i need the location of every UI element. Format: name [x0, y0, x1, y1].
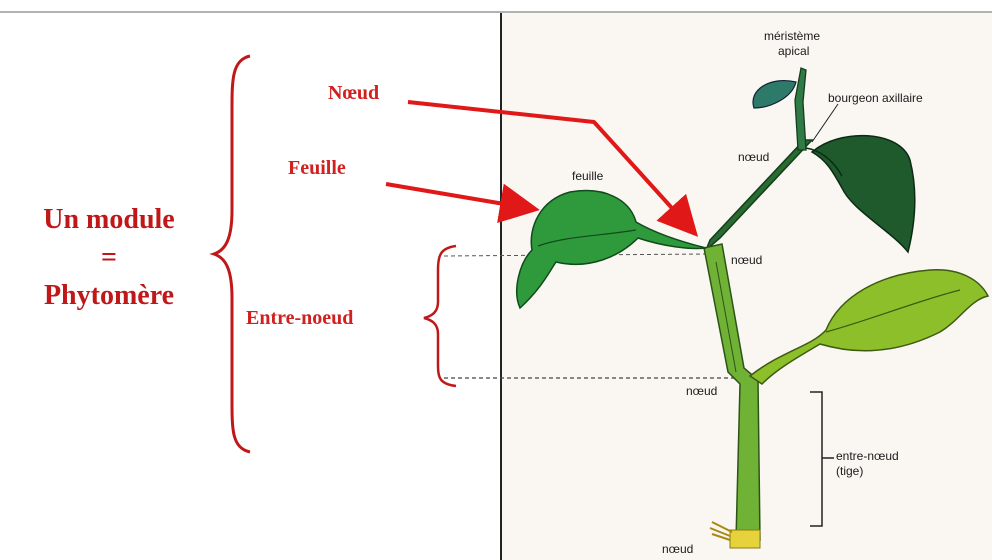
label-meristeme-line2: apical — [778, 44, 809, 58]
label-noeud-mid: nœud — [731, 253, 762, 267]
label-tige: (tige) — [836, 464, 863, 478]
label-entre-noeud-plant: entre-nœud — [836, 449, 899, 463]
label-noeud-top: nœud — [738, 150, 769, 164]
title-line1: Un module — [43, 204, 174, 235]
label-noeud-bottom: nœud — [662, 542, 693, 556]
label-feuille-annotation: Feuille — [288, 157, 346, 179]
title-line2: Phytomère — [44, 280, 174, 311]
label-bourgeon-axillaire: bourgeon axillaire — [828, 91, 923, 105]
label-noeud-annotation: Nœud — [328, 82, 379, 104]
entre-noeud-brace — [424, 246, 456, 386]
plant-illustration: méristème apical bourgeon axillaire nœud… — [444, 13, 992, 560]
module-brace — [214, 56, 250, 452]
title-equals: = — [101, 242, 117, 273]
label-meristeme-line1: méristème — [764, 29, 820, 43]
stem-base — [730, 530, 760, 548]
label-noeud-low: nœud — [686, 384, 717, 398]
label-entre-noeud-annotation: Entre-noeud — [246, 307, 353, 329]
label-feuille-plant: feuille — [572, 169, 604, 183]
